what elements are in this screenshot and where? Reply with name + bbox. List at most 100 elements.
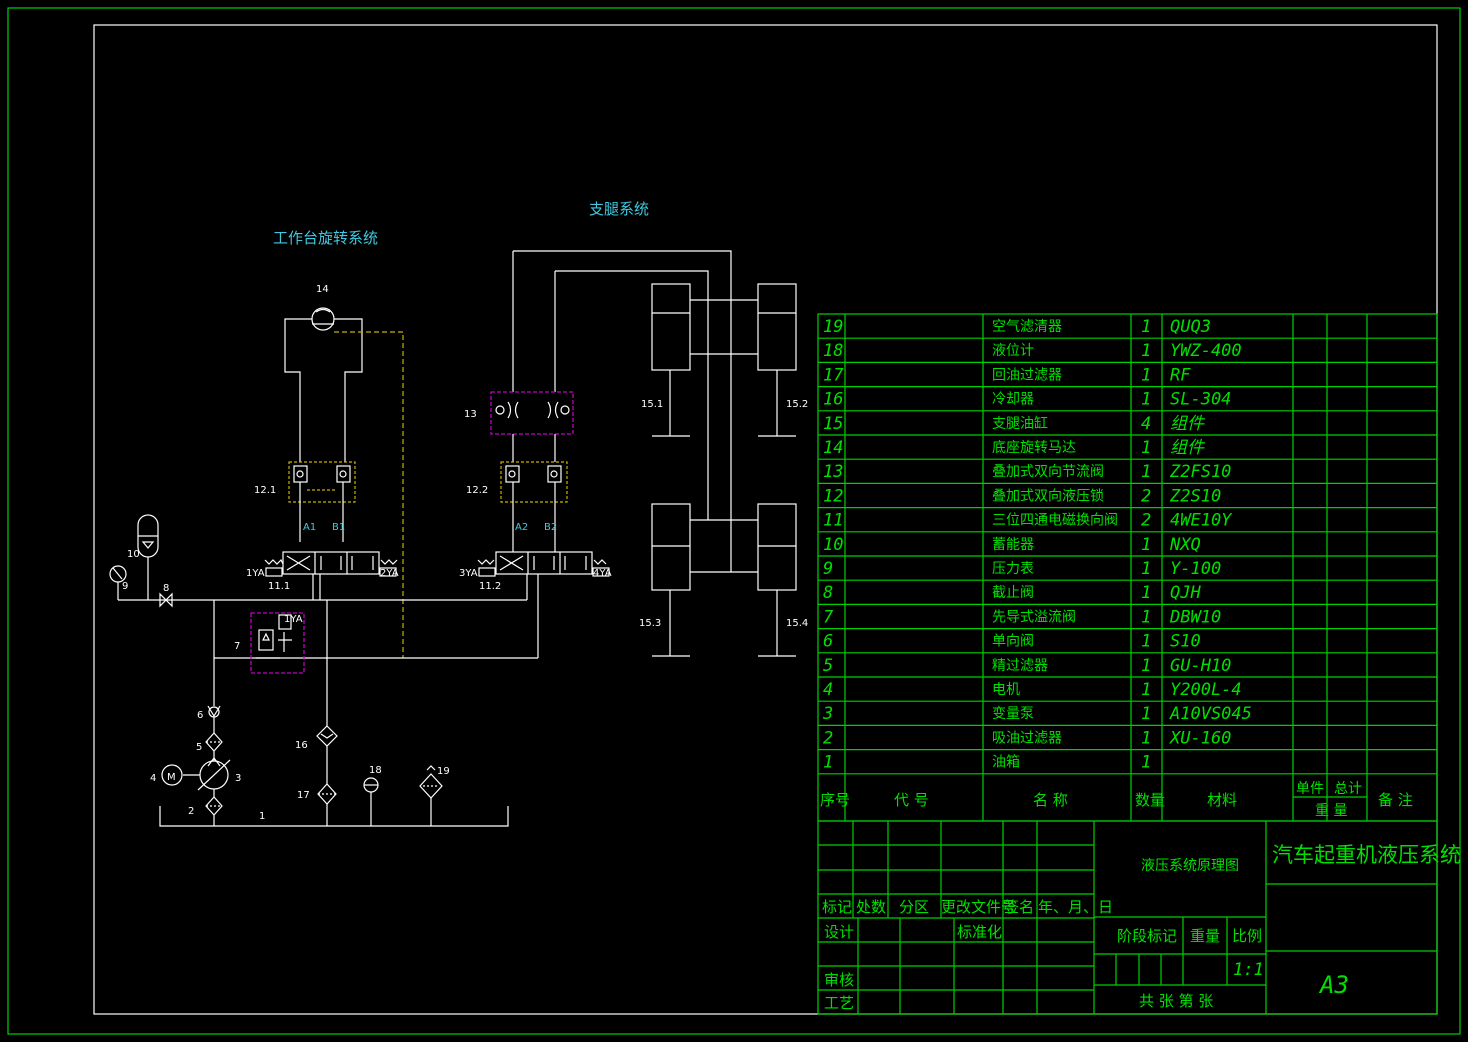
- cylinder-lines: [690, 296, 758, 573]
- tb-standard: 标准化: [957, 923, 1002, 941]
- bom-row-name: 液位计: [992, 343, 1034, 359]
- label-4: 4: [150, 773, 156, 784]
- bom-row-name: 单向阀: [992, 634, 1034, 650]
- bom-row-qty: 1: [1141, 365, 1151, 385]
- bom-row-name: 冷却器: [992, 392, 1034, 408]
- label-17: 17: [297, 790, 310, 801]
- cylinder-15-3: [651, 503, 691, 657]
- svg-text:M: M: [167, 772, 176, 783]
- label-A2: A2: [515, 522, 528, 533]
- bom-row-name: 压力表: [992, 561, 1034, 577]
- drawing-name: 液压系统原理图: [1141, 858, 1239, 874]
- bom-row-no: 9: [823, 559, 833, 579]
- label-6: 6: [197, 710, 203, 721]
- bom-row-material: 组件: [1170, 438, 1206, 458]
- label-B2: B2: [544, 522, 557, 533]
- label-1YA: 1YA: [246, 568, 265, 579]
- bom-row-material: QUQ3: [1170, 317, 1211, 337]
- label-13: 13: [464, 409, 477, 420]
- bom-header-code: 代 号: [894, 791, 929, 809]
- bom-row-qty: 1: [1141, 753, 1151, 773]
- bom-row-name: 空气滤清器: [992, 319, 1062, 335]
- tb-zone: 分区: [899, 898, 929, 916]
- label-10: 10: [127, 549, 140, 560]
- bom-row-name: 截止阀: [992, 585, 1034, 601]
- project-title: 汽车起重机液压系统: [1272, 843, 1461, 867]
- rotary-motor-14: [311, 307, 335, 331]
- tb-mark: 标记: [822, 898, 852, 916]
- label-8: 8: [163, 583, 169, 594]
- bom-header-weight: 重 量: [1315, 803, 1347, 819]
- bom-row-qty: 1: [1141, 317, 1151, 337]
- label-5: 5: [196, 742, 202, 753]
- bom-row-no: 7: [823, 607, 834, 627]
- label-11-1: 11.1: [268, 581, 290, 592]
- bom-row-qty: 1: [1141, 559, 1151, 579]
- rotation-system-title: 工作台旋转系统: [273, 229, 378, 247]
- bom-row-name: 叠加式双向液压锁: [992, 488, 1104, 504]
- outrigger-system-title: 支腿系统: [589, 200, 649, 218]
- bom-header-unit: 单件: [1296, 781, 1324, 797]
- bom-header-no: 序号: [820, 791, 850, 809]
- bom-row-qty: 1: [1141, 656, 1151, 676]
- label-4YA: 4YA: [593, 568, 612, 579]
- bom-row-no: 4: [823, 680, 833, 700]
- bom-row-name: 回油过滤器: [992, 367, 1062, 383]
- motor-4: M: [161, 764, 183, 786]
- tb-process: 工艺: [824, 994, 854, 1012]
- bom-row-qty: 4: [1141, 414, 1151, 434]
- tb-date: 年、月、日: [1038, 898, 1113, 916]
- level-gauge-18: [363, 777, 379, 826]
- stop-valve-8: [159, 592, 173, 608]
- bom-row-material: QJH: [1170, 583, 1201, 603]
- bom-row-name: 吸油过滤器: [992, 730, 1062, 746]
- bom-row-material: 4WE10Y: [1170, 511, 1233, 531]
- bom-row-no: 18: [823, 341, 843, 361]
- bom-row-no: 19: [823, 317, 843, 337]
- tb-count: 处数: [856, 898, 886, 916]
- label-12-2: 12.2: [466, 485, 488, 496]
- bom-row-no: 3: [822, 704, 833, 724]
- bom-row-material: RF: [1170, 365, 1191, 385]
- bom-row-material: XU-160: [1168, 728, 1231, 748]
- bom-row-material: Y-100: [1170, 559, 1221, 579]
- motor-lines: [284, 318, 363, 462]
- label-15-3: 15.3: [639, 618, 661, 629]
- bom-row-name: 支腿油缸: [992, 415, 1048, 432]
- bom-row-material: GU-H10: [1170, 656, 1231, 676]
- label-2: 2: [188, 806, 194, 817]
- bom-row-qty: 1: [1141, 680, 1151, 700]
- bom-row-no: 11: [823, 511, 843, 531]
- label-2YA: 2YA: [380, 568, 399, 579]
- bom-row-qty: 1: [1141, 535, 1151, 555]
- label-16: 16: [295, 740, 308, 751]
- bom-row-no: 15: [823, 414, 843, 434]
- bom-row-qty: 1: [1141, 438, 1151, 458]
- throttle-valve-13: [490, 391, 574, 462]
- bom-header-mat: 材料: [1207, 791, 1237, 809]
- bom-row-material: A10VS045: [1169, 704, 1252, 724]
- tb-scale: 1:1: [1233, 960, 1264, 980]
- label-3: 3: [235, 773, 241, 784]
- bom-row-no: 12: [823, 486, 843, 506]
- air-filter-19: [419, 765, 443, 826]
- tb-size: A3: [1318, 971, 1349, 999]
- bom-row-no: 16: [823, 390, 843, 410]
- relief-valve-7: [250, 612, 305, 674]
- variable-pump-3: [183, 751, 231, 791]
- bom-row-material: 组件: [1170, 414, 1206, 434]
- return-filter-17: [317, 783, 337, 826]
- accumulator-10: [137, 514, 159, 600]
- bom-row-qty: 1: [1141, 341, 1151, 361]
- label-11-2: 11.2: [479, 581, 501, 592]
- cylinder-15-4: [757, 503, 797, 657]
- bom-row-name: 精过滤器: [992, 658, 1048, 674]
- tb-sheets: 共 张 第 张: [1139, 992, 1213, 1010]
- bom-row-no: 17: [823, 365, 844, 385]
- bom-header-note: 备 注: [1378, 791, 1413, 809]
- title-block: [817, 820, 1438, 1015]
- bom-row-name: 油箱: [992, 755, 1020, 771]
- label-15-4: 15.4: [786, 618, 808, 629]
- bom-row-no: 1: [823, 753, 833, 773]
- bom-row-qty: 1: [1141, 583, 1151, 603]
